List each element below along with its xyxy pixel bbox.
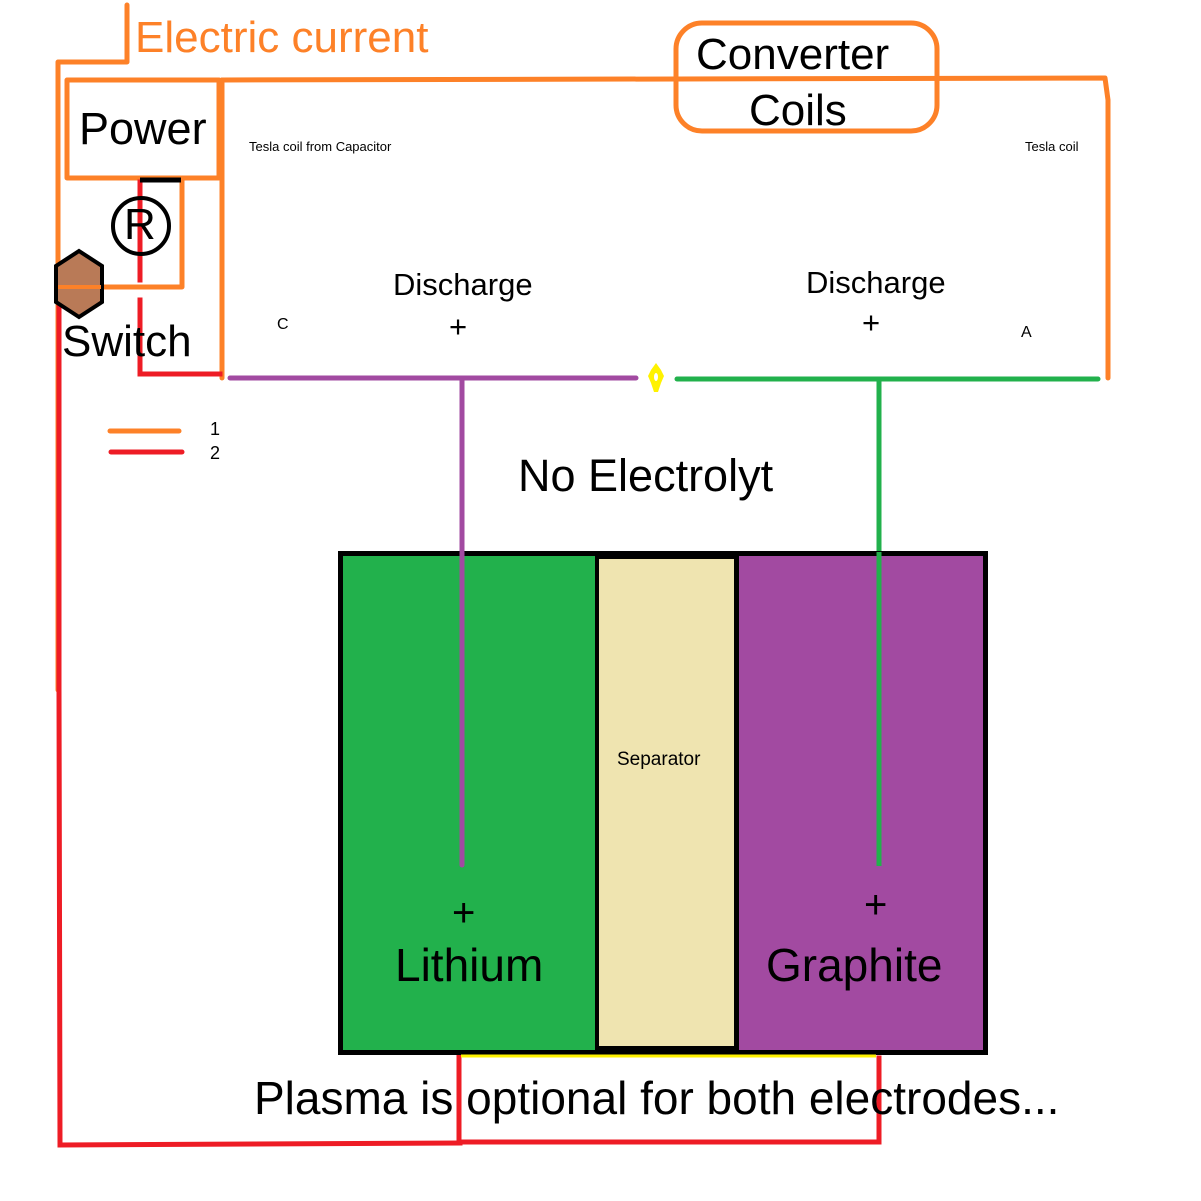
tesla-coil-capacitor-label: Tesla coil from Capacitor <box>249 139 392 154</box>
coils-label: Coils <box>749 86 847 135</box>
electric-current-label: Electric current <box>135 13 429 62</box>
tesla-coil-label: Tesla coil <box>1025 139 1079 154</box>
resistor-symbol-label: R <box>124 200 156 249</box>
graphite-electrode <box>739 556 983 1050</box>
discharge-left-plus: + <box>449 309 468 344</box>
legend-label-2: 2 <box>210 443 221 463</box>
discharge-right-plus: + <box>862 305 881 340</box>
switch-label: Switch <box>62 317 192 366</box>
legend-label-1: 1 <box>210 419 221 439</box>
separator-layer <box>599 559 734 1046</box>
graphite-plus: + <box>864 883 888 927</box>
wire-orange-power-box <box>64 77 222 181</box>
lithium-plus: + <box>452 891 476 935</box>
separator-label: Separator <box>617 749 701 770</box>
spark-icon <box>648 363 664 392</box>
terminal-a-label: A <box>1021 324 1032 341</box>
wire-red-resistor-to-c <box>137 297 223 377</box>
discharge-left-label: Discharge <box>393 267 533 302</box>
battery-cell <box>338 549 988 1058</box>
converter-coils-box <box>673 20 940 134</box>
switch-hexagon-icon <box>54 248 104 320</box>
wire-orange-main-loop <box>219 75 1111 381</box>
lithium-label: Lithium <box>395 939 544 991</box>
terminal-c-label: C <box>277 316 289 333</box>
plasma-note: Plasma is optional for both electrodes..… <box>254 1072 1060 1124</box>
wire-red-left-return <box>56 297 463 1148</box>
resistor-circle <box>111 196 171 256</box>
lithium-electrode <box>343 556 595 1050</box>
discharge-right-label: Discharge <box>806 265 946 300</box>
no-electrolyte-label: No Electrolyt <box>518 450 774 501</box>
power-label: Power <box>79 103 207 154</box>
converter-label: Converter <box>696 30 890 79</box>
wire-red-bottom-loop <box>456 1052 882 1145</box>
graphite-label: Graphite <box>766 939 943 991</box>
